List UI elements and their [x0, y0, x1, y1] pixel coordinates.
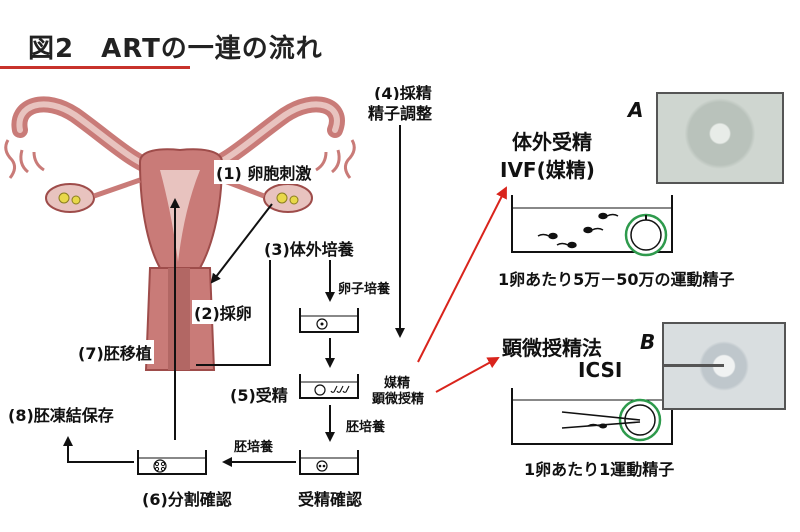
- culture-dish-cleavage: [137, 450, 207, 475]
- culture-dish-fertilization: [299, 374, 359, 399]
- icsi-microscope-photo: [662, 322, 786, 410]
- label-microinsemination: 顕微授精: [372, 392, 425, 407]
- label-egg-culture: 卵子培養: [338, 282, 391, 297]
- label-insemination: 媒精: [384, 376, 411, 391]
- label-embryo-culture-horizontal: 胚培養: [234, 440, 274, 455]
- panel-a-letter: A: [628, 98, 644, 122]
- icsi-subtitle: ICSI: [578, 358, 623, 382]
- arrow-to-icsi: [435, 357, 500, 393]
- ivf-title: 体外受精: [512, 130, 592, 154]
- step-ovarian-stimulation: (1) 卵胞刺激: [214, 160, 314, 184]
- ivf-microscope-photo: [656, 92, 784, 184]
- arrow-ovary-to-retrieval: [210, 203, 273, 284]
- icsi-dish-illustration: [511, 388, 673, 445]
- step-embryo-freezing: (8)胚凍結保存: [6, 402, 116, 426]
- title-underline: [0, 66, 190, 69]
- step-sperm-preparation: 精子調整: [366, 100, 435, 124]
- arrow-to-ivf: [417, 186, 507, 363]
- panel-b-letter: B: [640, 330, 656, 354]
- step-embryo-transfer: (7)胚移植: [76, 340, 154, 364]
- ivf-caption: 1卵あたり5万－50万の運動精子: [498, 270, 735, 289]
- arrow-embryo-freeze: [63, 436, 134, 463]
- page-title: 図2 ARTの一連の流れ: [28, 34, 323, 64]
- step-egg-retrieval: (2)採卵: [192, 300, 254, 324]
- ivf-subtitle: IVF(媒精): [500, 158, 595, 182]
- culture-dish-check: [299, 450, 359, 475]
- step-in-vitro-culture: (3)体外培養: [262, 236, 356, 260]
- step-sperm-collection: (4)採精: [372, 80, 434, 104]
- ivf-dish-illustration: [511, 195, 673, 257]
- icsi-title: 顕微授精法: [502, 336, 602, 360]
- step-fertilization: (5)受精: [228, 382, 290, 406]
- icsi-caption: 1卵あたり1運動精子: [524, 460, 675, 479]
- label-embryo-culture-vertical: 胚培養: [346, 420, 386, 435]
- label-fertilization-check: 受精確認: [296, 486, 365, 510]
- pipette-icon: [664, 364, 724, 367]
- culture-dish-egg: [299, 308, 359, 333]
- step-cleavage-check: (6)分割確認: [140, 486, 234, 510]
